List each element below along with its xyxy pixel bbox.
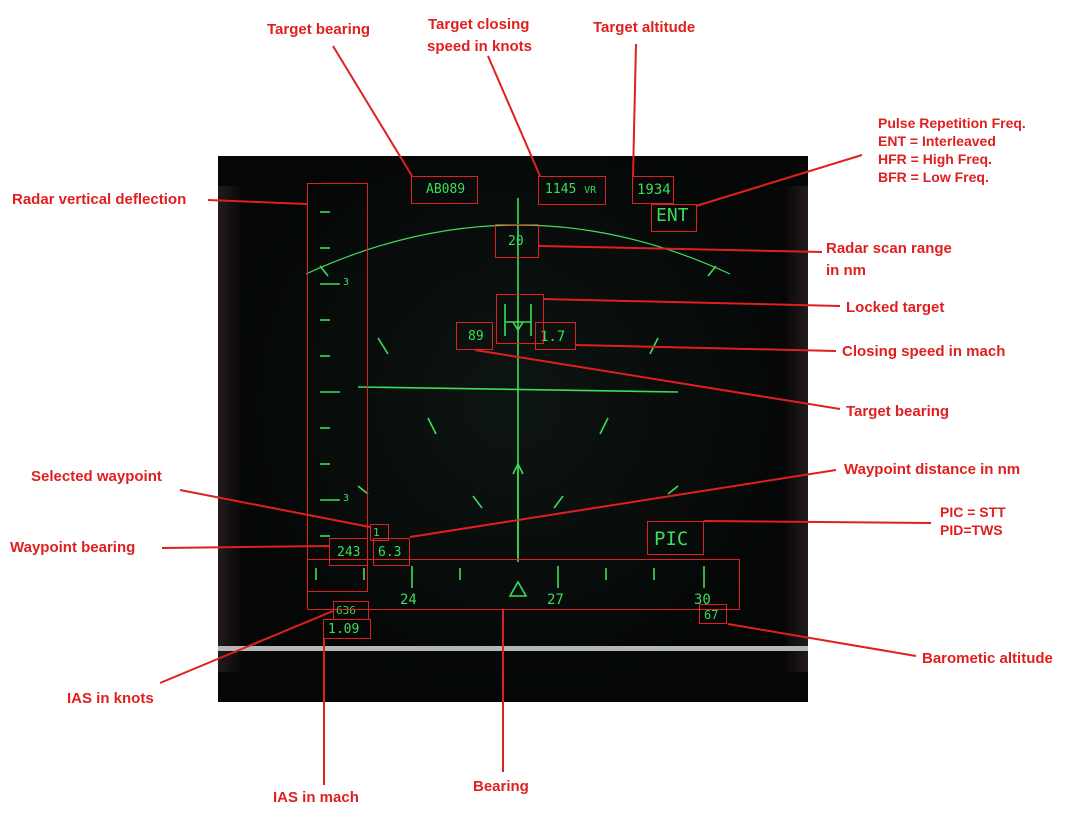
waypoint-bearing-box — [329, 538, 368, 566]
heading-label-24: 24 — [400, 592, 417, 608]
canopy-glass-reflection — [218, 646, 808, 651]
target-altitude-box — [632, 176, 674, 204]
hud-display: AB089 1145 VR 1934 ENT 20 89 1.7 3 3 1 2… — [218, 156, 808, 702]
attitude-tick — [667, 485, 679, 495]
label-selected-waypoint: Selected waypoint — [31, 468, 162, 485]
label-radar-mode-2: PID=TWS — [940, 522, 1003, 538]
radar-mode-box — [647, 521, 704, 555]
waypoint-distance-box — [373, 538, 410, 566]
label-scan-range-2: in nm — [826, 262, 866, 279]
ias-knots-box — [333, 601, 369, 620]
attitude-tick — [427, 417, 437, 435]
label-closing-speed-knots-2: speed in knots — [427, 38, 533, 55]
target-bearing-top-readout: AB089 — [426, 182, 466, 197]
closing-speed-suffix: VR — [584, 185, 597, 196]
ias-knots-readout: 636 — [336, 604, 356, 617]
heading-scale-ticks — [315, 566, 705, 588]
label-prf-3: HFR = High Freq. — [878, 151, 992, 167]
label-radar-vertical: Radar vertical deflection — [12, 191, 187, 208]
closing-speed-knots-value: 1145 — [545, 182, 577, 197]
label-waypoint-bearing: Waypoint bearing — [10, 539, 136, 556]
pitch-mark-upper: 3 — [343, 277, 350, 288]
baro-altitude-readout: 67 — [704, 608, 719, 622]
label-prf-4: BFR = Low Freq. — [878, 169, 989, 185]
closing-speed-mach-box — [535, 322, 576, 350]
label-prf-1: Pulse Repetition Freq. — [878, 115, 1026, 131]
target-altitude-readout: 1934 — [637, 182, 671, 198]
locked-target-box — [496, 294, 544, 344]
label-scan-range-1: Radar scan range — [826, 240, 952, 257]
heading-caret — [508, 580, 528, 597]
label-bearing: Bearing — [473, 778, 529, 795]
waypoint-bearing-readout: 243 — [337, 545, 361, 560]
label-locked-target: Locked target — [846, 299, 945, 316]
radar-vertical-box — [307, 183, 368, 592]
attitude-tick — [553, 495, 564, 509]
label-ias-mach: IAS in mach — [273, 789, 359, 806]
waypoint-distance-readout: 6.3 — [378, 545, 402, 560]
locked-target-marker — [512, 321, 524, 332]
locked-target-symbol — [504, 304, 532, 336]
label-waypoint-distance: Waypoint distance in nm — [844, 461, 1021, 478]
label-target-bearing-top: Target bearing — [267, 21, 371, 38]
hud-right-frame — [786, 186, 808, 672]
heading-label-27: 27 — [547, 592, 564, 608]
label-baro-altitude: Barometic altitude — [922, 650, 1053, 667]
attitude-tick — [649, 337, 659, 355]
label-radar-mode-1: PIC = STT — [940, 504, 1006, 520]
target-bearing-top-box — [411, 176, 478, 204]
closing-speed-knots-readout: 1145 VR — [545, 182, 596, 197]
hud-left-frame — [218, 186, 240, 672]
selected-waypoint-readout: 1 — [373, 526, 380, 539]
label-target-bearing: Target bearing — [846, 403, 950, 420]
label-closing-speed-mach: Closing speed in mach — [842, 343, 1006, 360]
closing-speed-mach-readout: 1.7 — [540, 329, 566, 345]
target-bearing-box — [456, 322, 493, 350]
scan-range-box — [495, 224, 539, 258]
ias-mach-box — [323, 619, 371, 639]
selected-waypoint-box — [370, 524, 389, 541]
attitude-tick — [377, 337, 389, 355]
ias-mach-readout: 1.09 — [328, 622, 360, 637]
label-target-altitude: Target altitude — [593, 19, 696, 36]
baro-altitude-box — [699, 604, 727, 624]
scan-range-readout: 20 — [508, 234, 524, 249]
closing-speed-knots-box — [538, 176, 606, 205]
heading-scale-box — [307, 559, 740, 610]
attitude-tick — [707, 265, 717, 277]
target-bearing-readout: 89 — [468, 329, 484, 344]
label-ias-knots: IAS in knots — [67, 690, 154, 707]
label-prf-2: ENT = Interleaved — [878, 133, 996, 149]
prf-mode-readout: ENT — [656, 205, 689, 226]
attitude-tick — [599, 417, 609, 435]
prf-mode-box — [651, 204, 697, 232]
attitude-tick — [319, 265, 329, 277]
attitude-tick — [472, 495, 483, 509]
label-closing-speed-knots-1: Target closing — [428, 16, 530, 33]
